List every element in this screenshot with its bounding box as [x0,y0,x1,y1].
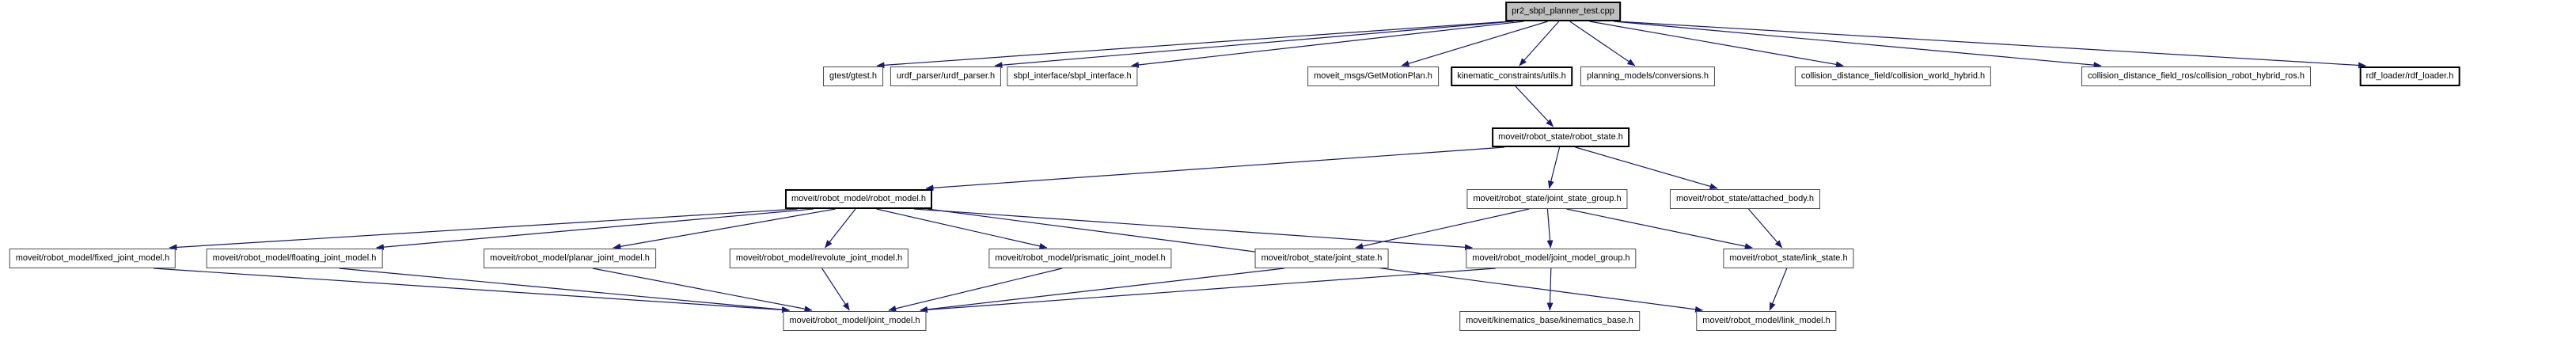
include-edge [1747,208,1783,249]
graph-node-root[interactable]: pr2_sbpl_planner_test.cpp [1505,2,1621,21]
graph-node-kin-base[interactable]: moveit/kinematics_base/kinematics_base.h [1459,311,1640,331]
graph-node-rdf[interactable]: rdf_loader/rdf_loader.h [2359,66,2460,86]
include-edge [876,21,1511,69]
include-edge [825,208,856,249]
include-edge [913,208,1473,251]
include-edge [1575,146,1718,190]
include-edge [1355,208,1530,249]
include-edge [1131,21,1524,68]
graph-node-floating[interactable]: moveit/robot_model/floating_joint_model.… [206,249,383,268]
graph-node-cwh[interactable]: collision_distance_field/collision_world… [1794,66,1992,86]
include-edge [1569,21,1636,66]
include-edge [1401,21,1548,67]
include-edge [1546,268,1554,311]
include-edge [876,208,1048,249]
include-edge [169,208,798,251]
include-edge [1589,21,1844,68]
graph-node-robot-state[interactable]: moveit/robot_state/robot_state.h [1492,127,1629,147]
include-edge [613,208,836,250]
graph-node-prismatic[interactable]: moveit/robot_model/prismatic_joint_model… [988,249,1172,268]
graph-node-revolute[interactable]: moveit/robot_model/revolute_joint_model.… [729,249,909,268]
graph-node-fixed[interactable]: moveit/robot_model/fixed_joint_model.h [9,249,176,268]
include-edge [1769,268,1788,311]
include-edge [925,146,1505,192]
graph-node-link-state[interactable]: moveit/robot_state/link_state.h [1723,249,1854,268]
graph-node-urdf[interactable]: urdf_parser/urdf_parser.h [890,66,1002,86]
graph-node-ab[interactable]: moveit/robot_state/attached_body.h [1669,189,1821,209]
graph-node-jsg[interactable]: moveit/robot_state/joint_state_group.h [1466,189,1628,209]
include-edge [339,268,790,313]
include-edge [1515,85,1554,127]
include-edge [1613,21,2102,69]
graph-node-link-model[interactable]: moveit/robot_model/link_model.h [1696,311,1837,331]
include-edge [920,268,1496,313]
graph-node-jmg[interactable]: moveit/robot_model/joint_model_group.h [1466,249,1637,268]
include-edge [376,208,814,251]
include-edge [994,21,1514,69]
include-edge [592,268,813,313]
graph-node-gtest[interactable]: gtest/gtest.h [823,66,883,86]
graph-node-utils[interactable]: kinematic_constraints/utils.h [1451,66,1573,86]
include-edge [920,268,1284,313]
include-edge [888,268,1063,312]
graph-node-robot-model[interactable]: moveit/robot_model/robot_model.h [785,189,932,209]
include-edge [1615,21,2366,69]
graph-node-planar[interactable]: moveit/robot_model/planar_joint_model.h [484,249,656,268]
include-edge [1547,146,1561,189]
graph-node-joint-state[interactable]: moveit/robot_state/joint_state.h [1254,249,1389,268]
graph-node-sbpl[interactable]: sbpl_interface/sbpl_interface.h [1007,66,1138,86]
graph-node-cdfros[interactable]: collision_distance_field_ros/collision_r… [2081,66,2311,86]
include-edge [1546,208,1554,249]
graph-node-gmp[interactable]: moveit_msgs/GetMotionPlan.h [1307,66,1439,86]
graph-node-joint-model[interactable]: moveit/robot_model/joint_model.h [783,311,927,331]
include-edge [1566,208,1753,249]
include-edge [821,268,850,311]
include-edge [153,268,790,313]
graph-node-conv[interactable]: planning_models/conversions.h [1580,66,1716,86]
include-edge [1519,21,1560,66]
